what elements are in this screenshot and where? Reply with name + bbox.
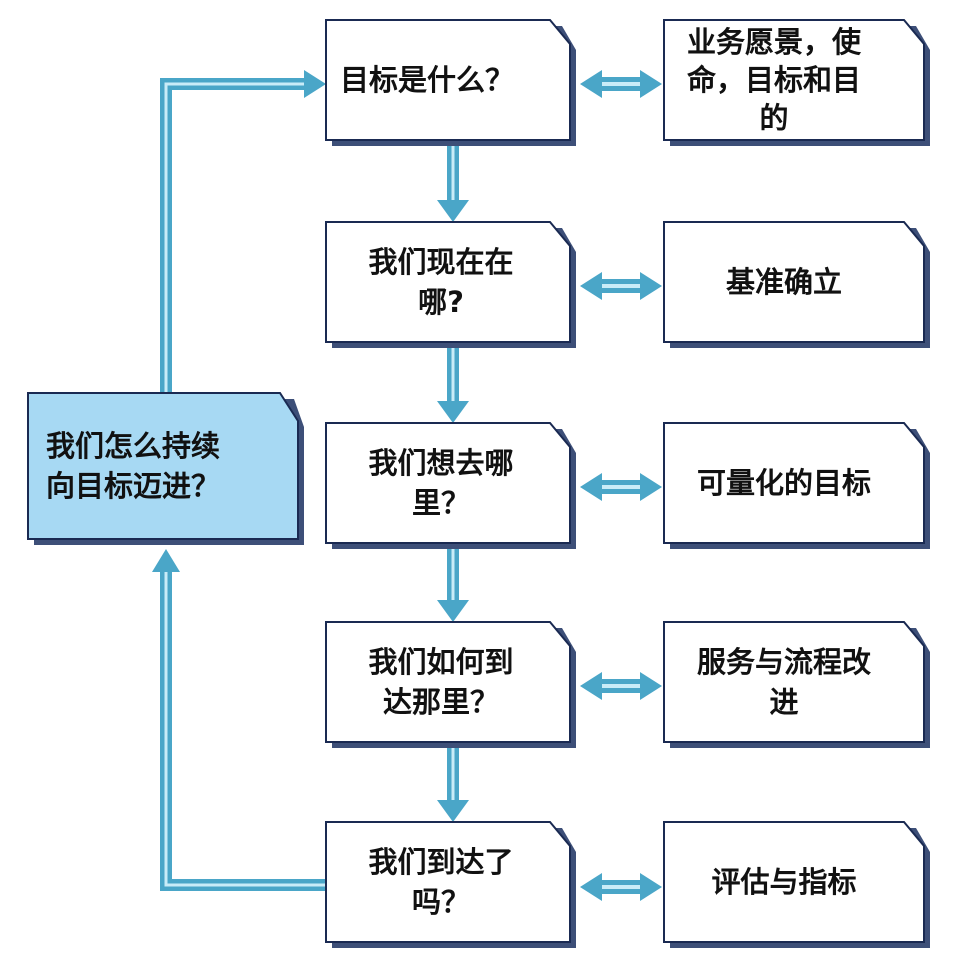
- bi-arrow-right-head-5: [640, 873, 662, 901]
- step-box-goal: 目标是什么？: [325, 19, 576, 146]
- loop-return-line: [160, 570, 326, 891]
- step-arrived-text: 我们到达了 吗？: [326, 822, 556, 942]
- step-box-arrived: 我们到达了 吗？: [325, 821, 576, 948]
- outcome-box-metrics: 评估与指标: [663, 821, 930, 948]
- bi-arrow-left-head-2: [580, 272, 602, 300]
- outcome-improvement-line-2: 进: [769, 685, 799, 719]
- step-goal-text: 目标是什么？: [340, 20, 566, 140]
- step-current-line-1: 我们现在在: [368, 245, 514, 279]
- loop-return-arrow-head: [152, 549, 180, 572]
- down-arrow-head-1: [437, 200, 469, 222]
- outcome-box-baseline: 基准确立: [663, 221, 930, 348]
- outcome-metrics-line-1: 评估与指标: [711, 865, 857, 899]
- outcome-vision-line-3: 的: [759, 101, 789, 135]
- step-target-text: 我们想去哪 里？: [326, 423, 556, 543]
- loop-return-line-highlight: [164, 570, 326, 887]
- continuous-improvement-box: 我们怎么持续 向目标迈进？: [27, 392, 304, 545]
- outcome-metrics-text: 评估与指标: [664, 822, 904, 942]
- outcome-vision-text: 业务愿景，使 命，目标和目 的: [664, 20, 884, 140]
- bi-arrow-right-head-2: [640, 272, 662, 300]
- step-box-arrived-shape: [325, 821, 576, 948]
- continuous-improvement-line-1: 我们怎么持续: [46, 429, 221, 463]
- step-path-text: 我们如何到 达那里？: [326, 622, 556, 742]
- outcome-box-improvement: 服务与流程改 进: [663, 621, 930, 748]
- bi-arrow-left-head-3: [580, 473, 602, 501]
- step-goal-line-1: 目标是什么？: [340, 63, 515, 97]
- loop-up-line-highlight: [164, 82, 306, 393]
- outcome-measurable-line-1: 可量化的目标: [696, 466, 871, 500]
- step-current-text: 我们现在在 哪?: [326, 222, 556, 342]
- bi-arrow-right-head-3: [640, 473, 662, 501]
- step-path-line-1: 我们如何到: [368, 645, 514, 679]
- outcome-vision-line-1: 业务愿景，使: [686, 25, 861, 59]
- outcome-box-measurable-shape: [663, 422, 930, 549]
- outcome-box-metrics-shape: [663, 821, 930, 948]
- step-target-line-2: 里？: [411, 486, 470, 520]
- outcome-box-baseline-shape: [663, 221, 930, 348]
- step-box-target: 我们想去哪 里？: [325, 422, 576, 549]
- bi-arrow-left-head-5: [580, 873, 602, 901]
- down-arrow-head-4: [437, 800, 469, 822]
- step-box-path-shape: [325, 621, 576, 748]
- continuous-improvement-text: 我们怎么持续 向目标迈进？: [46, 393, 296, 539]
- bi-arrow-right-head-4: [640, 672, 662, 700]
- outcome-box-vision: 业务愿景，使 命，目标和目 的: [663, 19, 930, 146]
- loop-up-line: [160, 78, 306, 393]
- continuous-improvement-box-shape: [27, 392, 304, 545]
- outcome-box-improvement-shape: [663, 621, 930, 748]
- loop-up-arrow-head: [304, 70, 326, 98]
- outcome-vision-line-2: 命，目标和目: [686, 63, 861, 97]
- step-target-line-1: 我们想去哪: [368, 446, 514, 480]
- outcome-improvement-text: 服务与流程改 进: [664, 622, 904, 742]
- outcome-baseline-text: 基准确立: [664, 222, 904, 342]
- continuous-improvement-line-2: 向目标迈进？: [46, 469, 221, 503]
- step-arrived-line-2: 吗？: [411, 885, 470, 919]
- outcome-box-vision-shape: [663, 19, 930, 146]
- bi-arrow-right-head-1: [640, 70, 662, 98]
- outcome-baseline-line-1: 基准确立: [725, 265, 842, 299]
- outcome-improvement-line-1: 服务与流程改: [696, 645, 871, 679]
- step-box-current: 我们现在在 哪?: [325, 221, 576, 348]
- step-box-goal-shape: [325, 19, 576, 146]
- bi-arrow-left-head-4: [580, 672, 602, 700]
- step-box-target-shape: [325, 422, 576, 549]
- step-arrived-line-1: 我们到达了: [368, 845, 514, 879]
- step-box-current-shape: [325, 221, 576, 348]
- step-current-line-2: 哪?: [418, 285, 464, 319]
- outcome-box-measurable: 可量化的目标: [663, 422, 930, 549]
- bi-arrow-left-head-1: [580, 70, 602, 98]
- step-box-path: 我们如何到 达那里？: [325, 621, 576, 748]
- step-path-line-2: 达那里？: [382, 685, 499, 719]
- down-arrow-head-2: [437, 401, 469, 423]
- outcome-measurable-text: 可量化的目标: [664, 423, 904, 543]
- down-arrow-head-3: [437, 600, 469, 622]
